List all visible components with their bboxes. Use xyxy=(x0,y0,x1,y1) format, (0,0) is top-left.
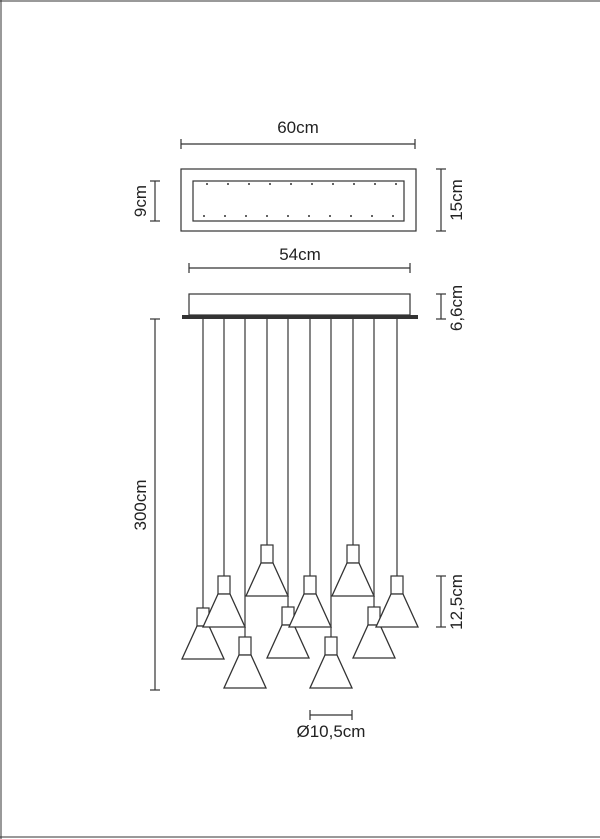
label-shade-diameter: Ø10,5cm xyxy=(297,722,366,741)
label-overall-height: 300cm xyxy=(131,479,150,530)
top-view: 60cm 9cm 15 xyxy=(131,118,466,232)
label-canopy-width: 54cm xyxy=(279,245,321,264)
pendant xyxy=(244,319,290,597)
pendant xyxy=(308,319,354,689)
dim-shade-height: 12,5cm xyxy=(436,574,466,630)
pendant xyxy=(287,319,333,628)
label-top-outer-height: 15cm xyxy=(447,179,466,221)
dim-overall-height: 300cm xyxy=(131,318,160,691)
side-view: 54cm 6,6cm 300cm xyxy=(131,245,466,741)
label-canopy-height: 6,6cm xyxy=(447,285,466,331)
pendant xyxy=(265,319,311,659)
mounting-points xyxy=(203,183,397,217)
pendant xyxy=(201,319,247,628)
dim-top-inner-height: 9cm xyxy=(131,180,160,222)
dim-top-width: 60cm xyxy=(180,118,416,149)
dim-canopy-height: 6,6cm xyxy=(436,285,466,331)
dim-canopy-width: 54cm xyxy=(188,245,411,273)
canopy-base xyxy=(182,315,418,319)
label-shade-height: 12,5cm xyxy=(447,574,466,630)
dim-shade-diameter: Ø10,5cm xyxy=(297,710,366,741)
pendant xyxy=(351,319,397,659)
dim-top-outer-height: 15cm xyxy=(436,168,466,232)
top-view-outer xyxy=(180,168,417,232)
pendant xyxy=(374,319,420,628)
label-top-inner-height: 9cm xyxy=(131,185,150,217)
top-view-inner xyxy=(192,180,405,222)
canopy-body xyxy=(188,293,411,316)
label-top-width: 60cm xyxy=(277,118,319,137)
pendant-group xyxy=(180,319,420,689)
pendant xyxy=(222,319,268,689)
pendant xyxy=(330,319,376,597)
